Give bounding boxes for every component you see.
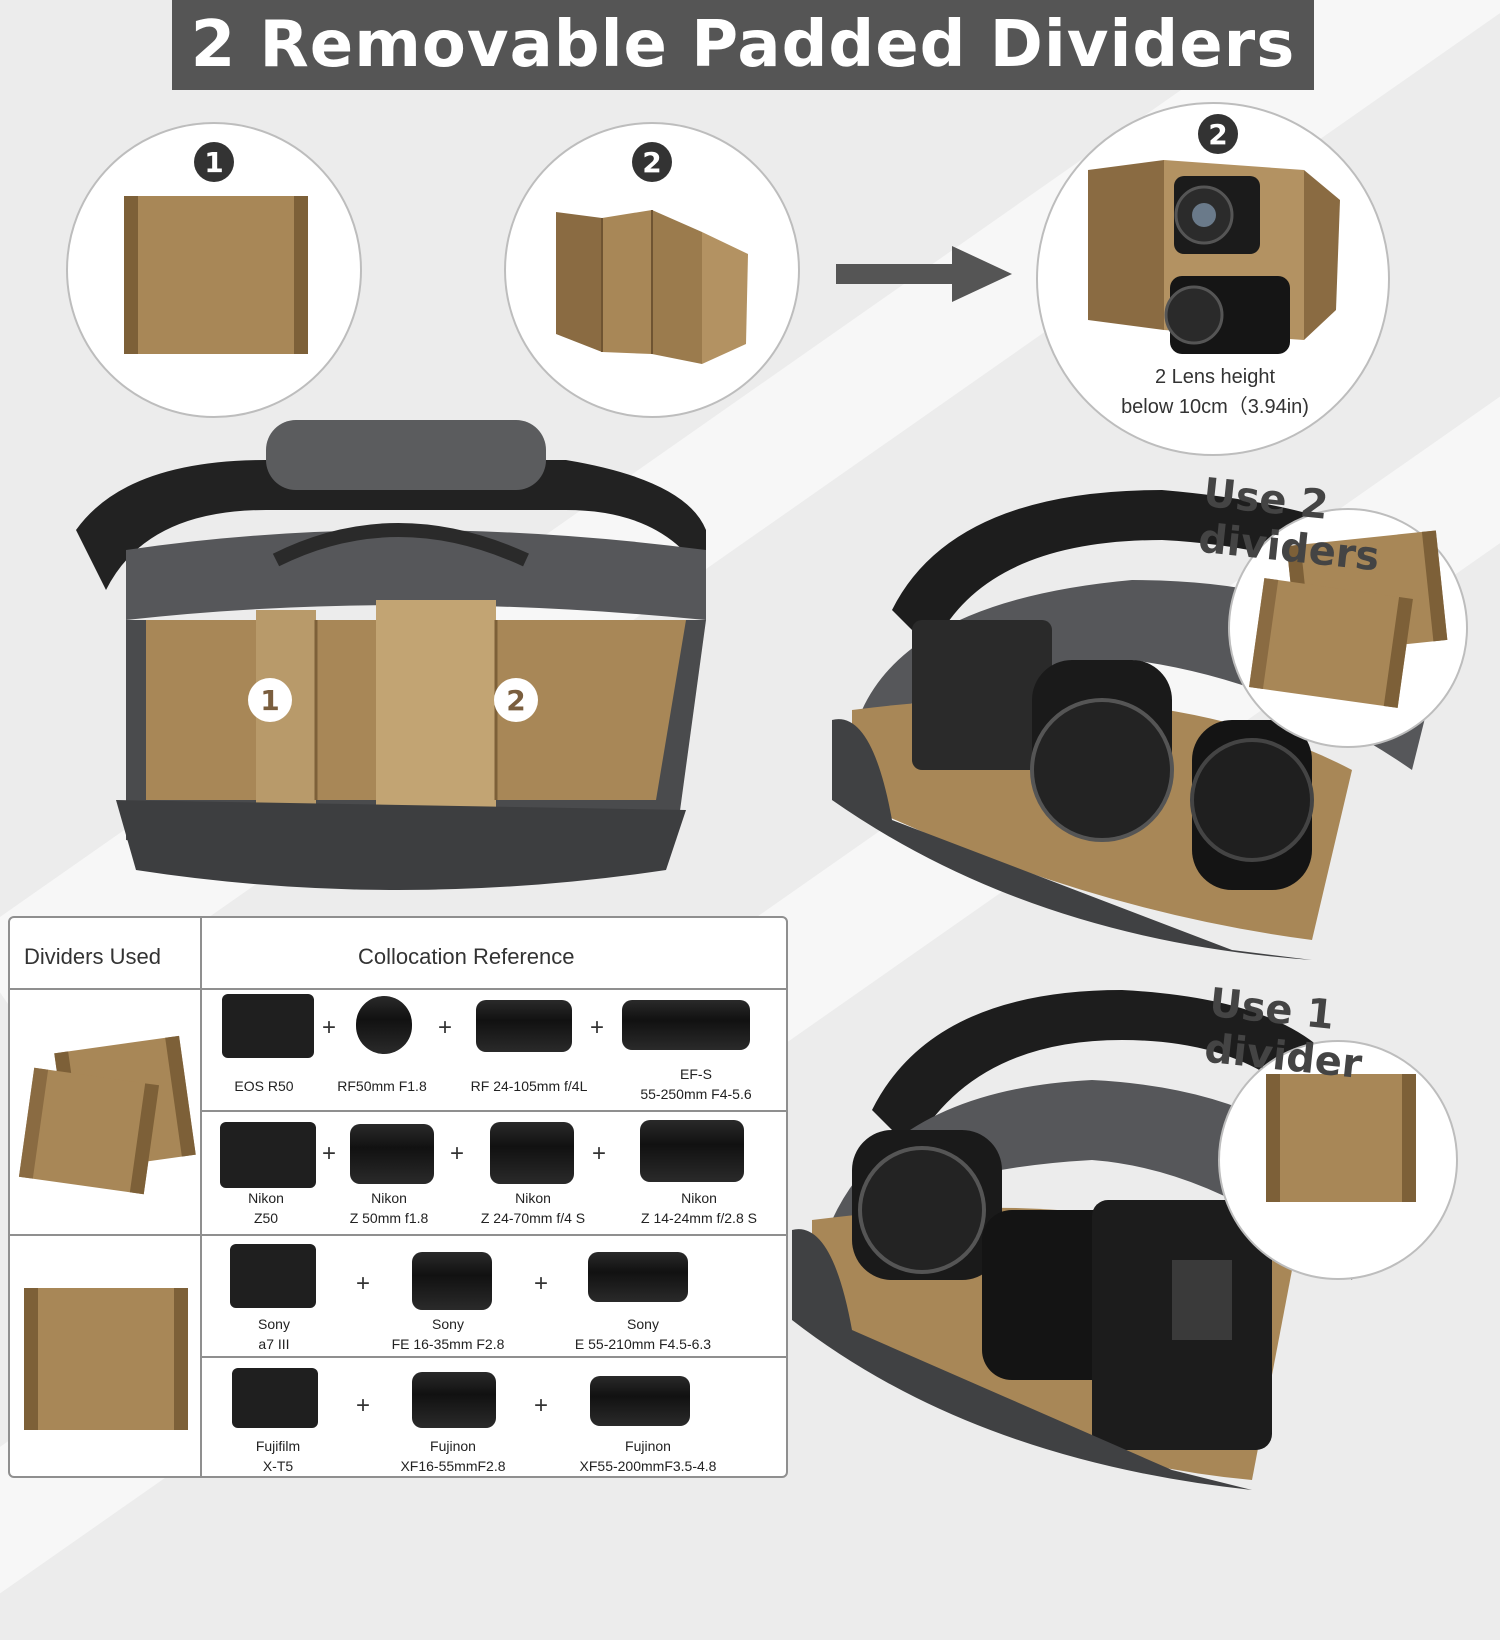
plus-sign: + — [356, 1392, 371, 1419]
plus-sign: + — [322, 1014, 337, 1041]
lens-image — [590, 1376, 690, 1426]
lens-image — [356, 996, 412, 1054]
product-model: Z 50mm f1.8 — [349, 1210, 429, 1226]
lenses-divider-circle: 2 2 Lens height below 10cm（3.94in) — [1036, 102, 1390, 456]
product-name: EOS R50 — [234, 1078, 294, 1094]
divider-one-circle: 1 — [66, 122, 362, 418]
product-label: RF 24-105mm f/4L — [454, 1076, 604, 1096]
plus-sign: + — [450, 1140, 465, 1167]
product-label: EF-S 55-250mm F4-5.6 — [616, 1064, 776, 1104]
product-model: E 55-210mm F4.5-6.3 — [574, 1336, 712, 1352]
product-name: RF 24-105mm f/4L — [470, 1078, 588, 1094]
product-label: Sony a7 III — [224, 1314, 324, 1354]
product-model: X-T5 — [262, 1458, 294, 1474]
one-divider-inset-circle — [1218, 1040, 1458, 1280]
right-arrow-icon — [836, 246, 1012, 302]
product-label: Sony FE 16-35mm F2.8 — [378, 1314, 518, 1354]
caption-line-1: 2 Lens height — [1154, 366, 1276, 388]
single-divider-image — [1266, 1074, 1416, 1202]
flat-divider-image — [124, 196, 308, 354]
badge-two: 2 — [1198, 114, 1238, 154]
product-model: 55-250mm F4-5.6 — [640, 1086, 752, 1102]
product-name: Nikon — [248, 1190, 284, 1206]
plus-sign: + — [322, 1140, 337, 1167]
column-divider — [200, 918, 202, 1476]
product-label: EOS R50 — [216, 1076, 312, 1096]
lens-image — [640, 1120, 744, 1182]
caption-line-2: below 10cm（3.94in) — [1121, 396, 1309, 418]
one-divider-image — [24, 1288, 188, 1430]
lenses-in-divider-image — [1088, 160, 1340, 354]
badge-two: 2 — [632, 142, 672, 182]
product-label: Sony E 55-210mm F4.5-6.3 — [558, 1314, 728, 1354]
product-name: Nikon — [371, 1190, 407, 1206]
product-model: FE 16-35mm F2.8 — [391, 1336, 505, 1352]
plus-sign: + — [590, 1014, 605, 1041]
lens-image — [622, 1000, 750, 1050]
title-banner: 2 Removable Padded Dividers — [172, 0, 1314, 90]
group-divider — [10, 1234, 786, 1236]
product-name: Sony — [432, 1316, 464, 1332]
product-name: Fujifilm — [255, 1438, 301, 1454]
product-name: Nikon — [681, 1190, 717, 1206]
product-name: Sony — [627, 1316, 659, 1332]
row-divider — [200, 1110, 786, 1112]
lens-image — [350, 1124, 434, 1184]
product-name: Nikon — [515, 1190, 551, 1206]
plus-sign: + — [356, 1270, 371, 1297]
two-dividers-inset-circle — [1228, 508, 1468, 748]
product-name: Sony — [258, 1316, 290, 1332]
bag-badge-one: 1 — [248, 678, 292, 722]
lens-image — [412, 1252, 492, 1310]
product-model: XF16-55mmF2.8 — [400, 1458, 506, 1474]
lens-image — [412, 1372, 496, 1428]
lens-image — [490, 1122, 574, 1184]
badge-one: 1 — [194, 142, 234, 182]
page-title: 2 Removable Padded Dividers — [190, 8, 1296, 82]
lens-height-caption: 2 Lens height below 10cm（3.94in) — [1058, 362, 1372, 422]
product-model: a7 III — [258, 1336, 290, 1352]
header-dividers-used: Dividers Used — [24, 944, 161, 969]
camera-image — [222, 994, 314, 1058]
camera-image — [232, 1368, 318, 1428]
bag-badge-two: 2 — [494, 678, 538, 722]
product-label: Nikon Z 14-24mm f/2.8 S — [624, 1188, 774, 1228]
lens-image — [476, 1000, 572, 1052]
plus-sign: + — [534, 1270, 549, 1297]
product-label: RF50mm F1.8 — [326, 1076, 438, 1096]
plus-sign: + — [592, 1140, 607, 1167]
row-divider — [200, 1356, 786, 1358]
lens-image — [588, 1252, 688, 1302]
camera-image — [220, 1122, 316, 1188]
product-name: EF-S — [680, 1066, 712, 1082]
folding-divider-image — [556, 210, 748, 364]
plus-sign: + — [438, 1014, 453, 1041]
product-name: RF50mm F1.8 — [337, 1078, 427, 1094]
plus-sign: + — [534, 1392, 549, 1419]
header-collocation-reference: Collocation Reference — [358, 944, 575, 969]
product-model: Z 24-70mm f/4 S — [480, 1210, 586, 1226]
product-name: Fujinon — [625, 1438, 671, 1454]
product-model: Z50 — [253, 1210, 279, 1226]
product-name: Fujinon — [430, 1438, 476, 1454]
product-label: Nikon Z 24-70mm f/4 S — [460, 1188, 606, 1228]
open-bag-image — [76, 420, 706, 890]
product-model: XF55-200mmF3.5-4.8 — [579, 1458, 717, 1474]
two-dividers-image — [18, 1067, 160, 1195]
product-label: Nikon Z 50mm f1.8 — [334, 1188, 444, 1228]
divider-front-image — [1249, 578, 1413, 708]
divider-two-circle: 2 — [504, 122, 800, 418]
product-model: Z 14-24mm f/2.8 S — [641, 1210, 757, 1226]
camera-image — [230, 1244, 316, 1308]
header-divider — [10, 988, 786, 990]
collocation-reference-table: Dividers Used Collocation Reference + + … — [8, 916, 788, 1478]
